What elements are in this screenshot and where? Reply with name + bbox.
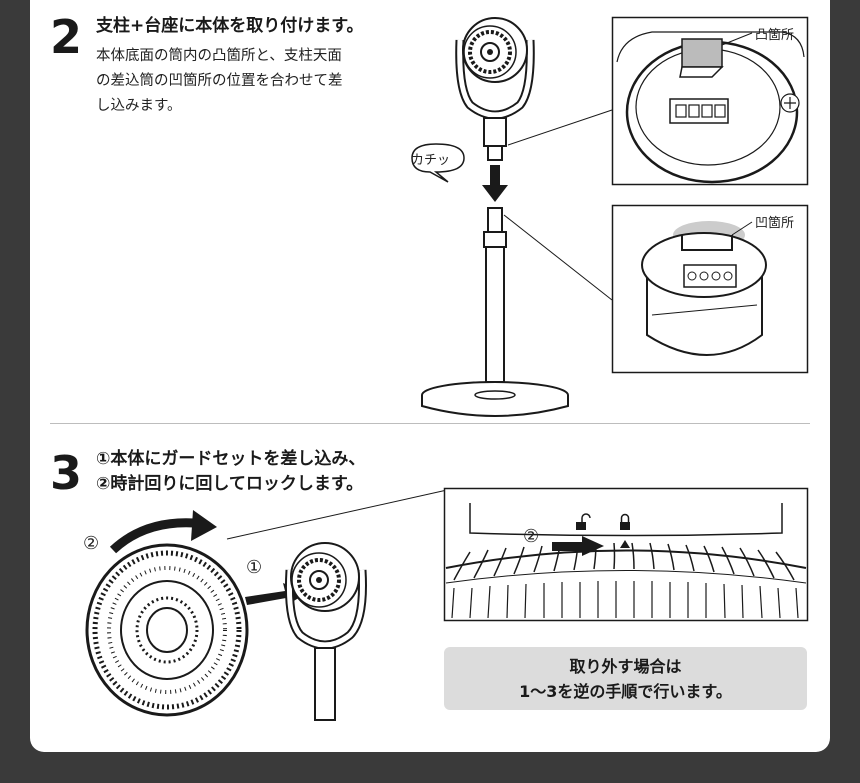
- lock-icon: [620, 513, 630, 530]
- step-2-desc-line-3: し込みます。: [96, 98, 182, 114]
- step-2-description: 本体底面の筒内の凸箇所と、支柱天面 の差込筒の凹箇所の位置を合わせて差 し込みま…: [96, 44, 343, 119]
- step-2-number: 2: [50, 10, 83, 64]
- arrow-right-icon: [552, 536, 604, 556]
- removal-note: 取り外す場合は 1～3を逆の手順で行います。: [444, 647, 807, 710]
- fan-head-illustration: [411, 17, 613, 417]
- section-divider: [50, 423, 810, 424]
- arrow-down-icon: [482, 165, 508, 202]
- step-3-title-line-1: ①本体にガードセットを差し込み、: [96, 449, 366, 469]
- detail-top-convex: [611, 16, 809, 186]
- removal-note-line-2: 1～3を逆の手順で行います。: [519, 681, 732, 701]
- detail-bottom-concave: [611, 204, 809, 374]
- concave-callout-label: 凹箇所: [755, 216, 795, 231]
- marker-2-lock: ②: [523, 526, 540, 547]
- click-sound-label: カチッ: [411, 153, 451, 168]
- removal-note-line-1: 取り外す場合は: [569, 656, 682, 676]
- step-2-desc-line-2: の差込筒の凹箇所の位置を合わせて差: [96, 73, 343, 89]
- step-3-title-line-2: ②時計回りに回してロックします。: [96, 474, 364, 494]
- unlock-icon: [576, 513, 591, 530]
- lock-detail-box: [443, 487, 809, 622]
- step-2-desc-line-1: 本体底面の筒内の凸箇所と、支柱天面: [96, 48, 342, 64]
- convex-callout-label: 凸箇所: [755, 28, 795, 43]
- step-2-title: 支柱+台座に本体を取り付けます。: [96, 16, 364, 36]
- marker-1-guard: ①: [246, 557, 263, 578]
- rotate-arrow-icon: [109, 510, 217, 554]
- step-3-number: 3: [50, 446, 83, 500]
- guard-attach-illustration: [85, 489, 448, 721]
- marker-2-guard: ②: [83, 533, 100, 554]
